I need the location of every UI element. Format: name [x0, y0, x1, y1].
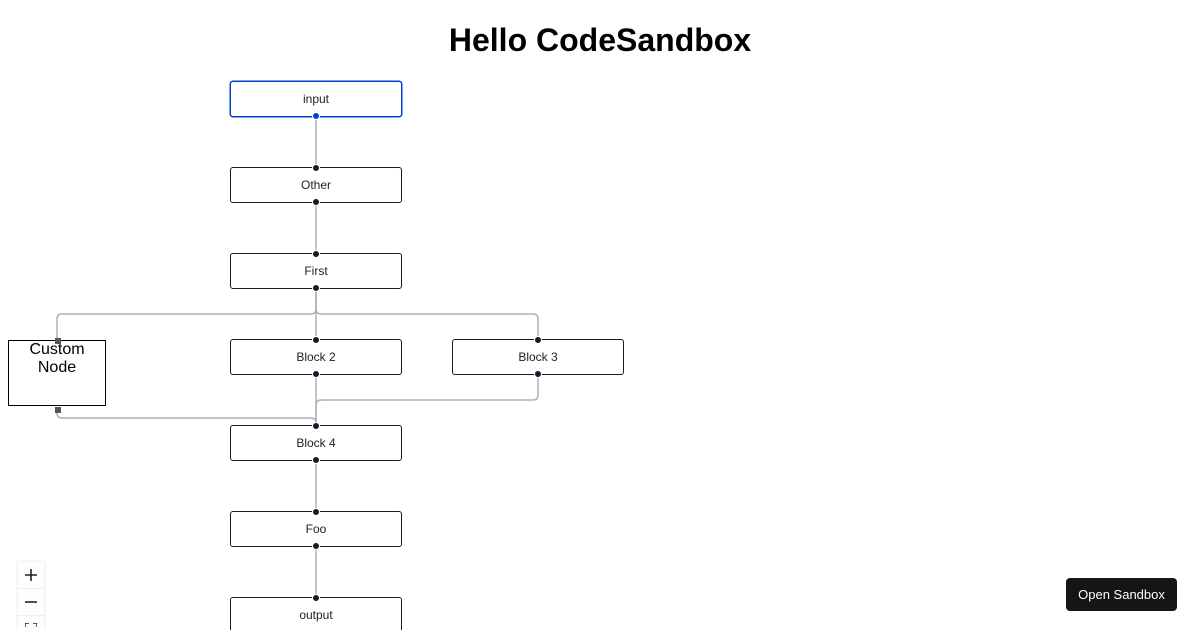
- node-input-source-handle[interactable]: [312, 112, 320, 120]
- node-output-target-handle[interactable]: [312, 594, 320, 602]
- plus-icon: [25, 569, 37, 581]
- flow-controls: [18, 562, 44, 630]
- edge-first-custom[interactable]: [56, 288, 317, 338]
- node-custom-source-handle[interactable]: [55, 407, 61, 413]
- node-block2-label: Block 2: [296, 350, 336, 364]
- node-foo-source-handle[interactable]: [312, 542, 320, 550]
- edge-block3-block4[interactable]: [315, 374, 539, 426]
- page-title: Hello CodeSandbox: [448, 22, 752, 58]
- zoom-in-button[interactable]: [18, 562, 44, 589]
- node-block4-label: Block 4: [296, 436, 336, 450]
- edge-custom-block4[interactable]: [56, 410, 317, 426]
- fit-view-icon: [25, 623, 37, 627]
- edge-first-block3[interactable]: [315, 288, 539, 340]
- node-other-label: Other: [300, 178, 331, 192]
- node-block2-target-handle[interactable]: [312, 336, 320, 344]
- node-block4-target-handle[interactable]: [312, 422, 320, 430]
- zoom-out-button[interactable]: [18, 589, 44, 616]
- node-block2-source-handle[interactable]: [312, 370, 320, 378]
- minus-icon: [25, 601, 37, 603]
- node-input[interactable]: input: [230, 81, 402, 120]
- node-foo[interactable]: Foo: [230, 508, 402, 550]
- node-first-label: First: [304, 264, 328, 278]
- node-block4[interactable]: Block 4: [230, 422, 402, 464]
- node-output-label: output: [299, 608, 333, 622]
- node-custom[interactable]: Custom Node: [8, 338, 106, 413]
- node-other-target-handle[interactable]: [312, 164, 320, 172]
- node-first-target-handle[interactable]: [312, 250, 320, 258]
- node-other-source-handle[interactable]: [312, 198, 320, 206]
- node-output[interactable]: output: [230, 594, 402, 630]
- node-first[interactable]: First: [230, 250, 402, 292]
- fit-view-button[interactable]: [18, 616, 44, 630]
- node-block3[interactable]: Block 3: [452, 336, 624, 378]
- node-block3-source-handle[interactable]: [534, 370, 542, 378]
- open-sandbox-button[interactable]: Open Sandbox: [1066, 578, 1177, 611]
- node-first-source-handle[interactable]: [312, 284, 320, 292]
- node-foo-target-handle[interactable]: [312, 508, 320, 516]
- node-other[interactable]: Other: [230, 164, 402, 206]
- node-block3-target-handle[interactable]: [534, 336, 542, 344]
- node-block3-label: Block 3: [518, 350, 558, 364]
- node-custom-target-handle[interactable]: [55, 338, 61, 344]
- node-block4-source-handle[interactable]: [312, 456, 320, 464]
- node-custom-label: Custom Node: [29, 341, 85, 376]
- node-foo-label: Foo: [305, 522, 327, 536]
- node-block2[interactable]: Block 2: [230, 336, 402, 378]
- node-input-label: input: [302, 92, 330, 106]
